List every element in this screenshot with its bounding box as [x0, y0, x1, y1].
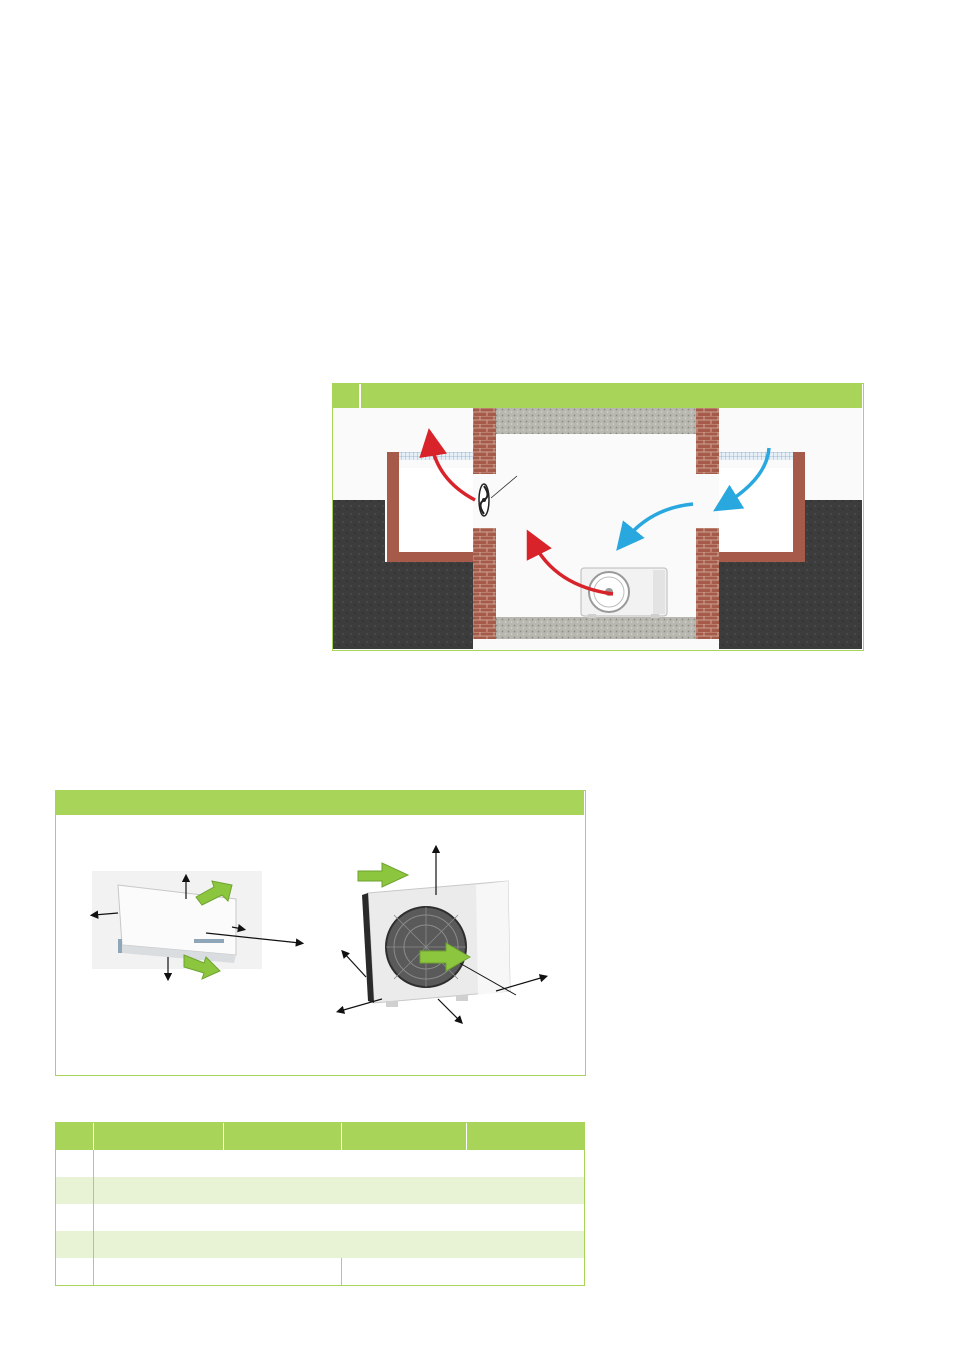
left-well-wall [387, 452, 399, 562]
right-grating [719, 452, 793, 460]
left-wall-lower [473, 528, 496, 639]
indoor-unit-icon [92, 871, 262, 969]
table-header [56, 1123, 584, 1150]
condenser-unit-icon [580, 567, 668, 618]
clearance-diagram [89, 844, 549, 1024]
indoor-air-in-arrow [195, 880, 233, 906]
cold-air-arrow-shaft [713, 447, 771, 512]
ceiling-slab [496, 408, 696, 434]
exhaust-fan-icon [478, 483, 490, 517]
table-row [56, 1258, 584, 1285]
table-row [56, 1204, 584, 1231]
outdoor-air-out-arrow [419, 942, 471, 972]
cold-air-arrow-room [616, 502, 694, 551]
table-row [56, 1231, 584, 1258]
figure-header-bar [333, 384, 862, 408]
right-wall-upper [696, 408, 719, 474]
figure-clearances [55, 790, 586, 1076]
indoor-air-out-arrow [183, 954, 221, 980]
figure-ventilation [332, 383, 864, 651]
left-wall-upper [473, 408, 496, 474]
right-well-wall [793, 452, 805, 562]
hot-air-arrow-room [526, 529, 614, 596]
figure-number-box [359, 384, 361, 408]
outdoor-air-in-arrow [357, 862, 410, 888]
hot-air-arrow-shaft [419, 428, 476, 502]
ventilation-diagram [333, 408, 862, 649]
right-wall-lower [696, 528, 719, 639]
fan-label-leader [490, 475, 518, 499]
figure2-header-bar [56, 791, 584, 815]
floor-slab [496, 617, 696, 639]
spec-table [55, 1122, 585, 1286]
table-row [56, 1177, 584, 1204]
outdoor-unit-icon [362, 880, 511, 1007]
table-row [56, 1150, 584, 1177]
